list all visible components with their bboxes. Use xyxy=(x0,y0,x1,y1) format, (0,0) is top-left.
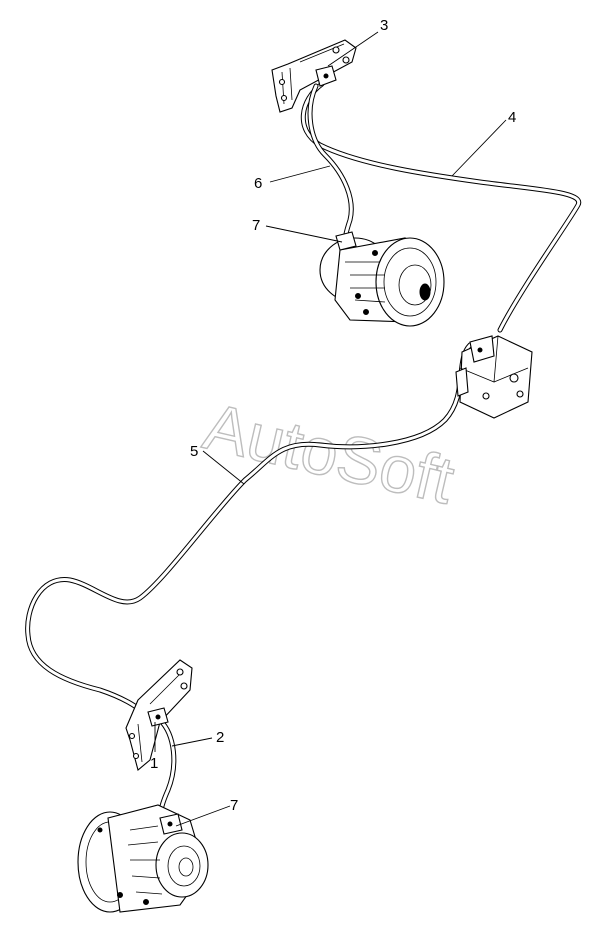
callout-6: 6 xyxy=(254,175,262,192)
callout-4: 4 xyxy=(508,109,516,126)
leader-6 xyxy=(269,165,331,183)
leader-2 xyxy=(171,737,213,747)
callout-2: 2 xyxy=(216,729,224,746)
leader-4 xyxy=(451,119,507,177)
hose-4 xyxy=(300,81,582,333)
leader-lines xyxy=(154,31,507,827)
leader-7-lower xyxy=(175,805,231,827)
callout-1: 1 xyxy=(150,755,158,772)
hose-6 xyxy=(307,83,354,249)
leader-7-upper xyxy=(265,225,343,243)
callout-7-upper: 7 xyxy=(252,217,260,234)
watermark: AutoSoft xyxy=(197,389,460,518)
upper-mounting-bracket xyxy=(271,39,357,113)
callout-3: 3 xyxy=(380,17,388,34)
lower-mounting-bracket xyxy=(125,659,193,771)
lower-drive-motor xyxy=(77,804,209,913)
callout-numbers: 3 4 6 7 5 2 1 7 xyxy=(150,17,516,814)
callout-5: 5 xyxy=(190,443,198,460)
valve-block xyxy=(455,335,533,419)
upper-drive-motor xyxy=(319,231,445,327)
hose-5 xyxy=(25,342,473,721)
leader-5 xyxy=(202,450,245,485)
callout-7-lower: 7 xyxy=(230,797,238,814)
leader-3 xyxy=(327,31,379,67)
